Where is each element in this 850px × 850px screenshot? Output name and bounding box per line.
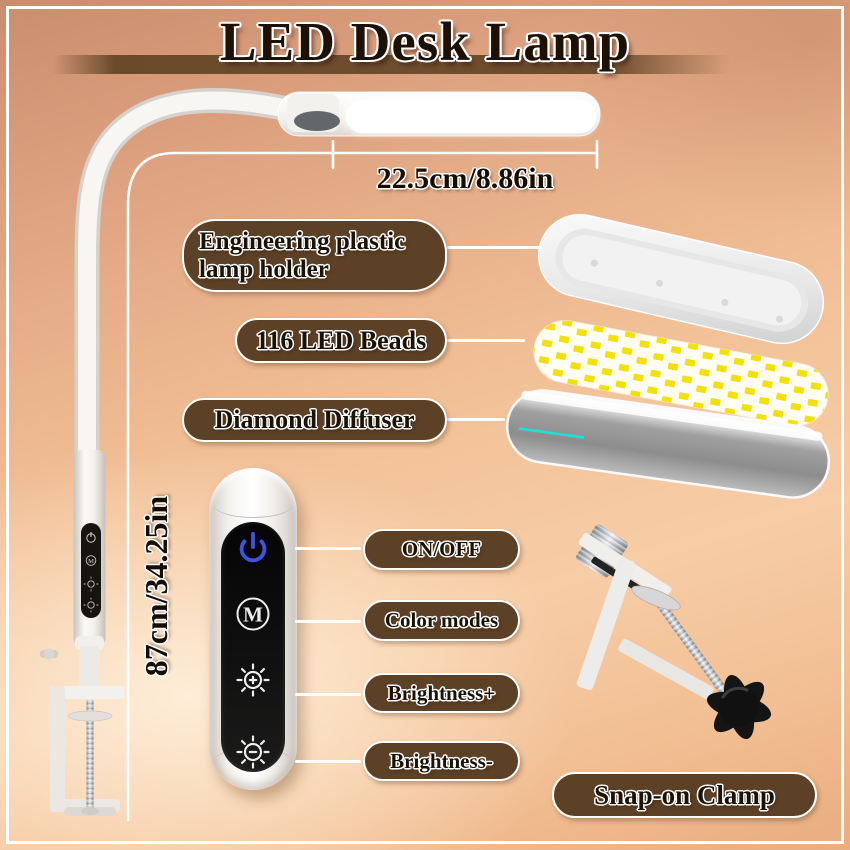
connector-lamp-holder [447, 246, 542, 249]
head-light-glow [346, 100, 596, 133]
snap-on-clamp-photo [576, 524, 772, 740]
connector-color-modes [295, 620, 361, 623]
pole-control-panel: M [81, 523, 101, 618]
brightness-minus-icon [236, 735, 270, 769]
head-width-dimension: 22.5cm/8.86in [376, 162, 554, 195]
brightness-plus-icon [236, 663, 270, 697]
label-brightness-down-text: Brightness- [390, 748, 493, 773]
brightness-up-button [231, 660, 275, 700]
diffuser-panel [505, 389, 831, 499]
label-color-modes: Color modes [363, 600, 520, 641]
label-brightness-up-text: Brightness+ [387, 680, 496, 705]
lamp-head [277, 91, 601, 137]
label-brightness-up: Brightness+ [363, 673, 520, 713]
brightness-down-button [231, 732, 275, 772]
label-diffuser: Diamond Diffuser [182, 398, 447, 442]
connector-on-off [295, 547, 361, 550]
label-on-off: ON/OFF [363, 529, 520, 570]
label-lamp-holder-text: Engineering plastic lamp holder [199, 227, 406, 283]
power-button [231, 528, 275, 568]
clamp-knob [706, 674, 772, 740]
connector-brightness-up [295, 693, 361, 696]
lamp-pole: M [73, 450, 106, 698]
mini-mode-letter: M [88, 558, 94, 565]
label-on-off-text: ON/OFF [401, 537, 482, 561]
title-band [52, 55, 744, 74]
lamp-holder-shell [537, 213, 825, 345]
remote-seam-top [214, 492, 292, 518]
diffuser-accent-line [518, 427, 585, 439]
page-title: LED Desk Lamp [219, 11, 631, 72]
mini-brightness-plus-icon [83, 576, 99, 592]
connector-brightness-down [295, 760, 361, 763]
mode-letter: M [243, 603, 263, 627]
connector-led-beads [447, 339, 525, 342]
mini-mode-icon [85, 555, 97, 566]
control-panel-remote: M [209, 468, 297, 790]
gooseneck-arm [74, 88, 315, 471]
total-height-dimension: 87cm/34.25in [138, 495, 174, 677]
label-snap-on-clamp-text: Snap-on Clamp [594, 779, 775, 810]
label-led-beads: 116 LED Beads [235, 318, 447, 363]
label-snap-on-clamp: Snap-on Clamp [552, 772, 817, 818]
power-icon [239, 531, 267, 563]
mode-button: M [231, 594, 275, 634]
label-brightness-down: Brightness- [363, 741, 520, 781]
control-button-panel: M [221, 522, 285, 772]
lamp-desk-clamp [40, 648, 124, 816]
mode-m-icon: M [236, 597, 270, 631]
measurement-lines [126, 139, 599, 822]
connector-diffuser [447, 418, 505, 421]
led-board [533, 319, 829, 427]
label-lamp-holder: Engineering plastic lamp holder [182, 219, 447, 292]
mini-brightness-minus-icon [83, 597, 99, 613]
label-diffuser-text: Diamond Diffuser [214, 405, 415, 434]
label-led-beads-text: 116 LED Beads [255, 325, 427, 355]
label-color-modes-text: Color modes [384, 608, 499, 632]
